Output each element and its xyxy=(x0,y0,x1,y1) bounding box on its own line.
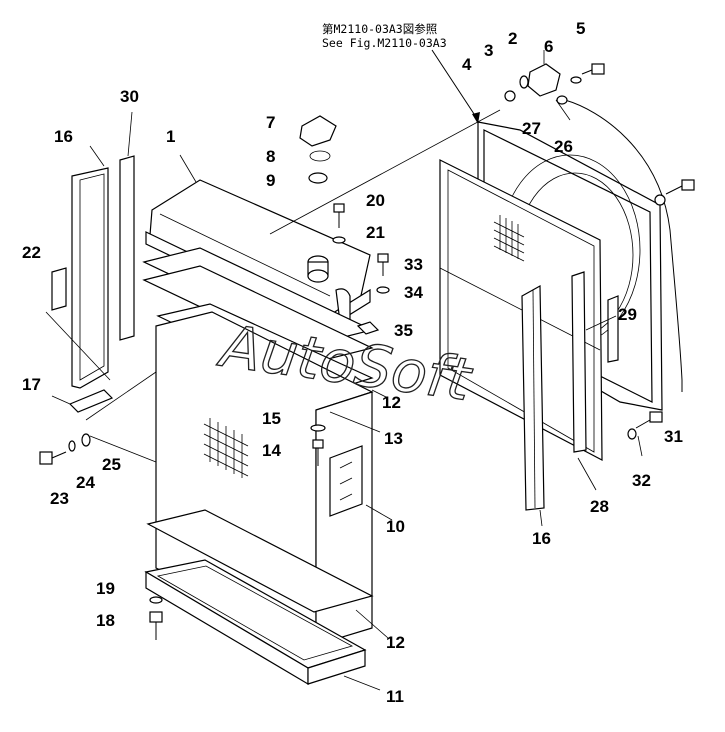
left-side-supports xyxy=(51,155,135,413)
callout-13: 13 xyxy=(384,429,403,448)
main-core xyxy=(146,311,374,646)
lower-tank xyxy=(144,559,367,686)
callout-10: 10 xyxy=(386,517,405,536)
callout-14: 14 xyxy=(262,441,281,460)
callout-24: 24 xyxy=(76,473,95,492)
callout-18: 18 xyxy=(96,611,115,630)
callout-16-left: 16 xyxy=(54,127,73,146)
reference-note-en: See Fig.M2110-03A3 xyxy=(322,36,447,50)
callout-21: 21 xyxy=(366,223,385,242)
callout-22: 22 xyxy=(22,243,41,262)
leader-lines xyxy=(45,50,643,691)
shroud-assembly xyxy=(439,99,683,511)
callout-12-lower: 12 xyxy=(386,633,405,652)
callout-34: 34 xyxy=(404,283,423,302)
callout-26: 26 xyxy=(554,137,573,156)
callout-27: 27 xyxy=(522,119,541,138)
main-core-grid xyxy=(203,418,249,478)
callout-19: 19 xyxy=(96,579,115,598)
callout-6: 6 xyxy=(544,37,553,56)
callout-8: 8 xyxy=(266,147,275,166)
callout-32: 32 xyxy=(632,471,651,490)
small-parts xyxy=(39,63,695,640)
callout-20: 20 xyxy=(366,191,385,210)
core-fin-grid xyxy=(493,215,525,262)
callout-28: 28 xyxy=(590,497,609,516)
callout-5: 5 xyxy=(576,19,585,38)
callout-3: 3 xyxy=(484,41,493,60)
callout-12-upper: 12 xyxy=(382,393,401,412)
callout-7: 7 xyxy=(266,113,275,132)
callout-2: 2 xyxy=(508,29,517,48)
callout-29: 29 xyxy=(618,305,637,324)
callout-35: 35 xyxy=(394,321,413,340)
callout-23: 23 xyxy=(50,489,69,508)
callout-17: 17 xyxy=(22,375,41,394)
callout-15: 15 xyxy=(262,409,281,428)
reference-note-jp: 第M2110-03A3図参照 xyxy=(322,22,437,36)
callout-1: 1 xyxy=(166,127,175,146)
callout-16-right: 16 xyxy=(532,529,551,548)
callout-25: 25 xyxy=(102,455,121,474)
callout-33: 33 xyxy=(404,255,423,274)
callout-numbers: 1 2 3 4 5 6 7 8 9 10 11 12 12 13 14 15 1… xyxy=(22,19,683,706)
callout-30: 30 xyxy=(120,87,139,106)
callout-4: 4 xyxy=(462,55,472,74)
callout-9: 9 xyxy=(266,171,275,190)
callout-11: 11 xyxy=(386,687,404,706)
callout-31: 31 xyxy=(664,427,683,446)
